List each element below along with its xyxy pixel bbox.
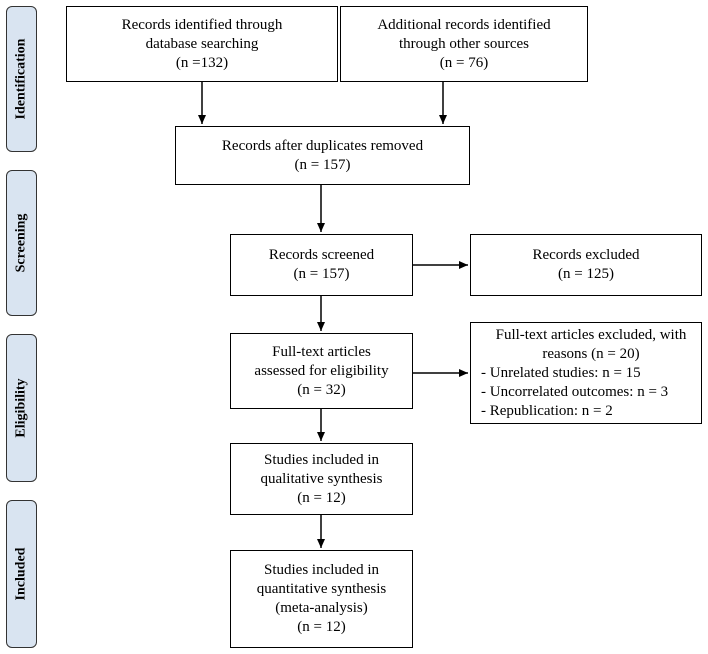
stage-eligibility: Eligibility: [6, 334, 37, 482]
box-records-excluded: Records excluded (n = 125): [470, 234, 702, 296]
db-search-line-1: Records identified through: [121, 16, 283, 33]
full-text-count: (n = 32): [297, 381, 346, 398]
box-records-screened: Records screened (n = 157): [230, 234, 413, 296]
box-full-text-assessed: Full-text articles assessed for eligibil…: [230, 333, 413, 409]
quantitative-line-3: (meta-analysis): [275, 600, 368, 616]
stage-identification: Identification: [6, 6, 37, 152]
stage-included: Included: [6, 500, 37, 648]
full-text-line-2: assessed for eligibility: [254, 362, 389, 379]
qualitative-line-2: qualitative synthesis: [260, 470, 383, 487]
full-text-excluded-heading-2: reasons (n = 20): [542, 345, 640, 362]
db-search-line-2: database searching: [145, 35, 259, 52]
qualitative-count: (n = 12): [297, 489, 346, 506]
other-sources-line-2: through other sources: [399, 35, 529, 52]
records-screened-count: (n = 157): [293, 266, 350, 282]
box-full-text-excluded: Full-text articles excluded, with reason…: [470, 322, 702, 424]
reason-republication: - Republication: n = 2: [481, 402, 613, 419]
box-other-sources: Additional records identified through ot…: [340, 6, 588, 82]
qualitative-line-1: Studies included in: [264, 451, 379, 468]
other-sources-count: (n = 76): [439, 54, 489, 71]
records-screened-label: Records screened: [268, 247, 375, 263]
duplicates-removed-label: Records after duplicates removed: [221, 137, 424, 154]
quantitative-count: (n = 12): [297, 619, 346, 635]
box-duplicates-removed: Records after duplicates removed (n = 15…: [175, 126, 470, 185]
stage-screening: Screening: [6, 170, 37, 316]
db-search-count: (n =132): [175, 54, 229, 71]
quantitative-line-1: Studies included in: [264, 562, 379, 578]
other-sources-line-1: Additional records identified: [377, 16, 551, 33]
full-text-line-1: Full-text articles: [272, 343, 371, 360]
duplicates-removed-count: (n = 157): [294, 156, 351, 173]
quantitative-line-2: quantitative synthesis: [256, 581, 387, 597]
box-qualitative-synthesis: Studies included in qualitative synthesi…: [230, 443, 413, 515]
reason-uncorrelated-outcomes: - Uncorrelated outcomes: n = 3: [481, 383, 669, 400]
reason-unrelated-studies: - Unrelated studies: n = 15: [481, 364, 641, 381]
records-excluded-count: (n = 125): [558, 266, 614, 282]
full-text-excluded-heading-1: Full-text articles excluded, with: [495, 326, 687, 343]
box-database-searching: Records identified through database sear…: [66, 6, 338, 82]
box-quantitative-synthesis: Studies included in quantitative synthes…: [230, 550, 413, 648]
records-excluded-label: Records excluded: [532, 247, 640, 263]
